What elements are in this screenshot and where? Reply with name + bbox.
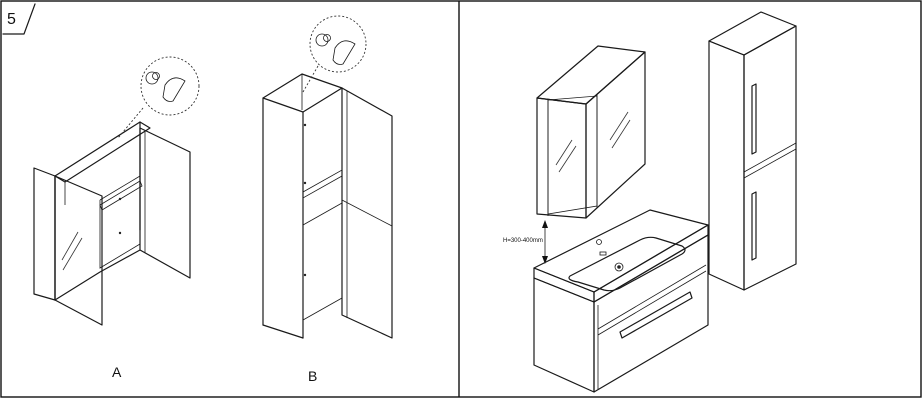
step-badge: 5: [2, 3, 36, 35]
cabinet-a-drawing: A: [33, 56, 200, 380]
height-dimension: H=300-400mm: [503, 220, 548, 264]
cabinet-a-label: A: [112, 364, 122, 380]
mirror-cabinet-drawing: [536, 45, 646, 219]
cabinet-b-label: B: [308, 368, 317, 384]
vanity-unit-drawing: [533, 209, 709, 393]
tall-side-cabinet-drawing: [708, 11, 797, 291]
step-number: 5: [7, 11, 16, 28]
cabinet-b-drawing: B: [262, 15, 393, 384]
height-dimension-label: H=300-400mm: [503, 238, 543, 244]
